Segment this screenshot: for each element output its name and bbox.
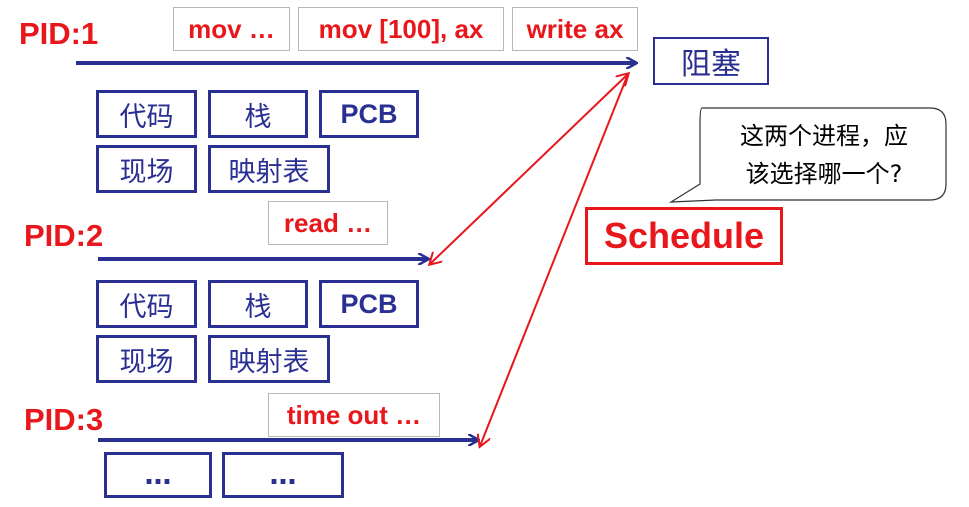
schedule-box: Schedule: [585, 207, 783, 265]
schedule-arrow-to-pid2: [430, 74, 628, 264]
callout-line-1: 这两个进程，应: [740, 122, 908, 150]
pid-2-struct-code: 代码: [96, 280, 197, 328]
pid-2-struct-stack: 栈: [208, 280, 308, 328]
pid-2-struct-context: 现场: [96, 335, 197, 383]
pid-1-struct-code: 代码: [96, 90, 197, 138]
pid-1-label: PID:1: [19, 16, 99, 51]
pid-3-struct-2: …: [222, 452, 344, 498]
pid-3-instruction-1: time out …: [268, 393, 440, 437]
pid-3-struct-1: …: [104, 452, 212, 498]
pid-1-instruction-3: write ax: [512, 7, 638, 51]
pid-3-label: PID:3: [24, 402, 104, 437]
pid-2-instruction-1: read …: [268, 201, 388, 245]
pid-1-instruction-1: mov …: [173, 7, 290, 51]
pid-2-struct-pcb: PCB: [319, 280, 419, 328]
blocked-box: 阻塞: [653, 37, 769, 85]
callout-line-2: 该选择哪一个?: [745, 160, 903, 188]
schedule-arrow-to-pid3: [480, 73, 629, 446]
pid-2-label: PID:2: [24, 218, 104, 253]
pid-2-struct-mapping-table: 映射表: [208, 335, 330, 383]
pid-1-instruction-2: mov [100], ax: [298, 7, 504, 51]
pid-1-struct-mapping-table: 映射表: [208, 145, 330, 193]
pid-1-struct-pcb: PCB: [319, 90, 419, 138]
pid-1-struct-stack: 栈: [208, 90, 308, 138]
callout-text: 这两个进程，应 该选择哪一个?: [706, 117, 942, 193]
pid-1-struct-context: 现场: [96, 145, 197, 193]
callout-bubble: [668, 107, 947, 203]
